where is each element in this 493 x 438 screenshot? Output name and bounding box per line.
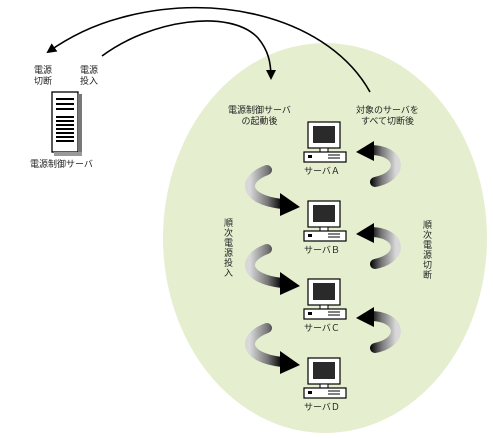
power-on-curve-arrow-2 <box>245 244 300 295</box>
server-a-icon <box>303 121 347 163</box>
sequential-power-on-label: 順次電源投入 <box>222 218 232 278</box>
power-off-curve-arrow-1 <box>356 141 401 187</box>
power-on-arrow <box>101 20 276 80</box>
server-b-icon <box>303 200 347 242</box>
server-c-label: サーバＣ <box>304 324 340 334</box>
control-server-icon <box>51 91 82 156</box>
server-c-icon <box>303 278 347 320</box>
server-d-icon <box>303 357 347 399</box>
server-b-label: サーバＢ <box>304 246 340 256</box>
power-on-curve-arrow-1 <box>245 165 300 216</box>
power-off-curve-arrow-3 <box>356 307 401 353</box>
power-on-curve-arrow-3 <box>245 323 300 374</box>
power-off-arrow <box>46 6 371 93</box>
server-d-label: サーバＤ <box>304 403 340 413</box>
after-shutdown-annotation: 対象のサーバを すべて切断後 <box>356 106 419 127</box>
server-a-label: サーバＡ <box>304 167 340 177</box>
after-boot-annotation: 電源制御サーバ の起動後 <box>228 106 291 127</box>
power-off-curve-arrow-2 <box>356 223 401 269</box>
power-on-label: 電源 投入 <box>80 66 99 87</box>
control-server-label: 電源制御サーバ <box>30 160 93 170</box>
sequential-power-off-label: 順次電源切断 <box>421 220 431 280</box>
power-off-label: 電源 切断 <box>34 66 53 87</box>
